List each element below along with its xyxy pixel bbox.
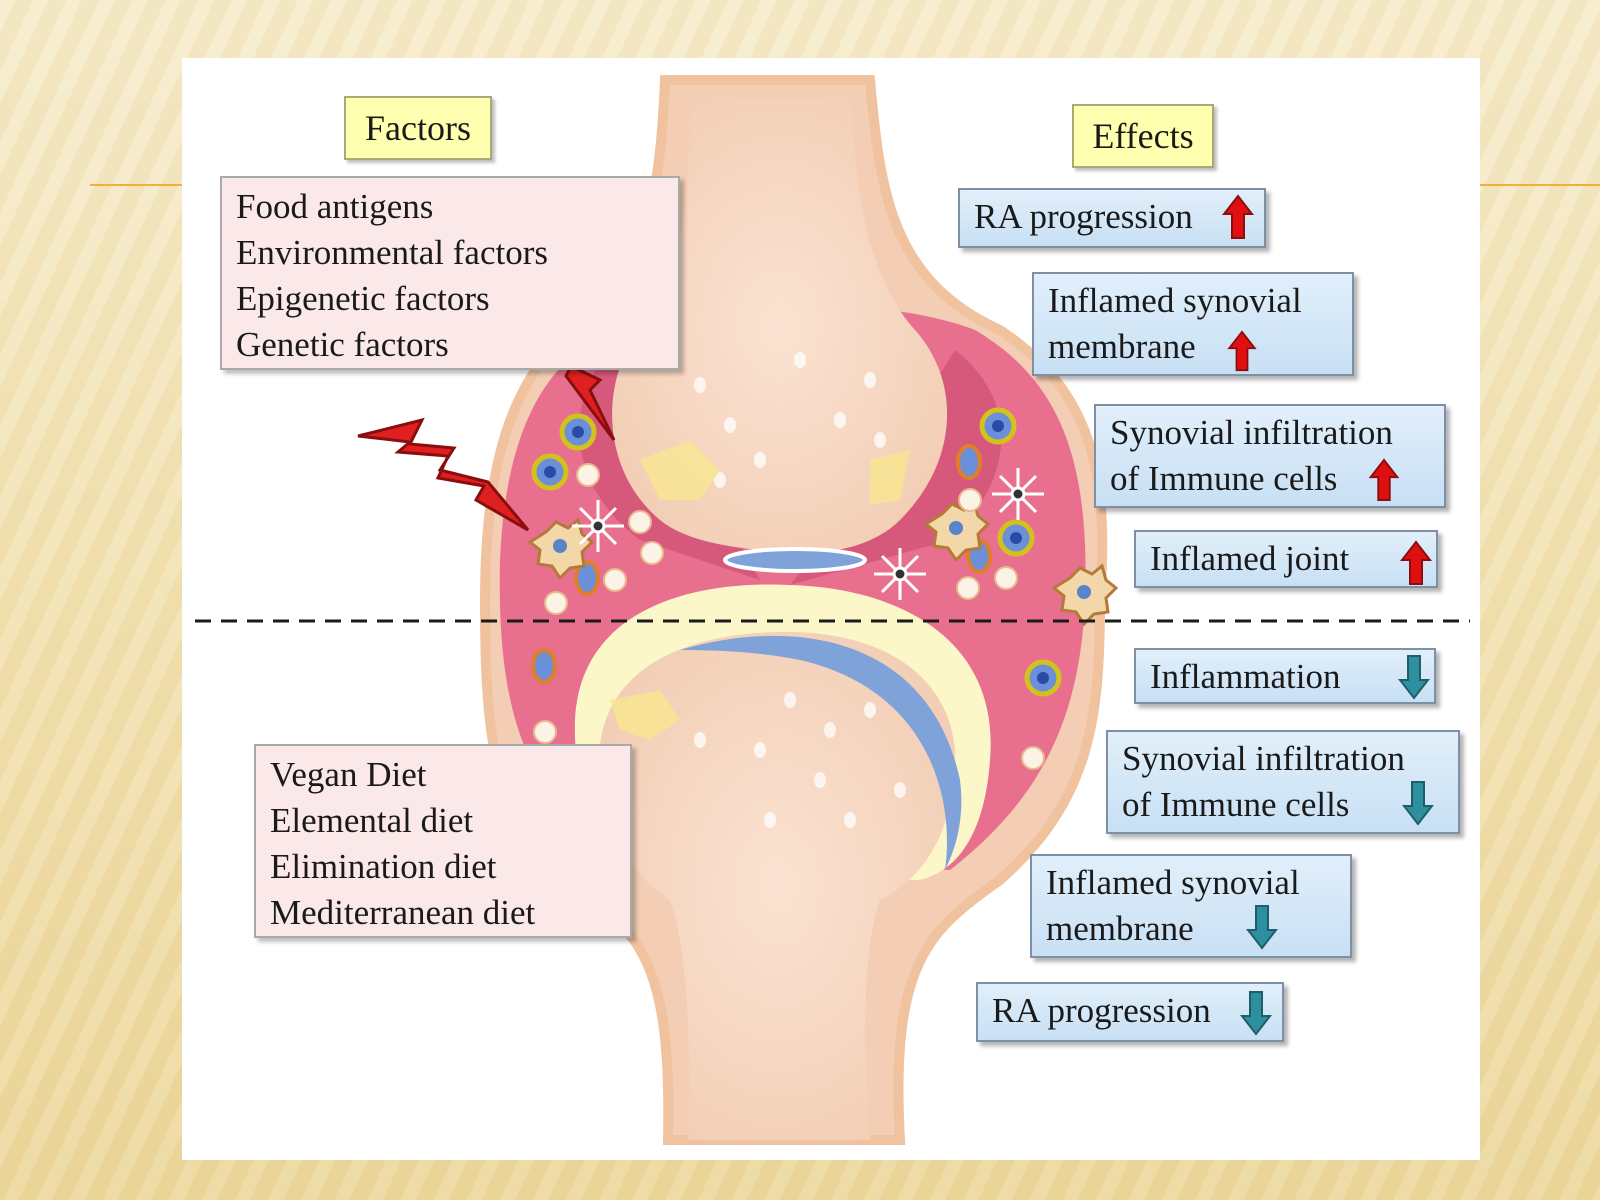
lightning-bolt-lower <box>357 417 530 532</box>
effect-down-inflammation: Inflammation <box>1134 648 1436 704</box>
diet-item: Mediterranean diet <box>270 893 536 932</box>
slide-accent-line-right <box>1478 184 1600 186</box>
cartilage-erosion <box>610 440 910 740</box>
down-arrow-icon <box>1398 655 1430 700</box>
effect-up-inflamed-synovial-membrane: Inflamed synovial membrane <box>1032 272 1354 376</box>
effect-label: RA progression <box>974 197 1193 236</box>
risk-factor-item: Epigenetic factors <box>236 279 490 318</box>
risk-factors-box: Food antigens Environmental factors Epig… <box>220 176 680 370</box>
factors-header: Factors <box>344 96 492 160</box>
spiky-cell-nuclei <box>553 521 1091 599</box>
effect-label: Inflammation <box>1150 657 1341 696</box>
joint-space-disc <box>723 547 867 573</box>
slide-accent-line-left <box>90 184 185 186</box>
dendritic-cells <box>572 468 1044 600</box>
up-arrow-icon <box>1227 330 1257 372</box>
effects-header: Effects <box>1072 104 1214 168</box>
diet-item: Elemental diet <box>270 801 474 840</box>
diet-interventions-box: Vegan Diet Elemental diet Elimination di… <box>254 744 632 938</box>
upper-bone <box>612 98 948 553</box>
effect-label: Synovial infiltration <box>1122 739 1405 778</box>
bone-marrow-speckles <box>694 352 906 828</box>
down-arrow-icon <box>1402 781 1434 826</box>
articular-crescent <box>680 635 962 870</box>
effect-label: RA progression <box>992 991 1211 1030</box>
effect-up-inflamed-joint: Inflamed joint <box>1134 530 1438 588</box>
up-arrow-icon <box>1222 194 1254 239</box>
effect-down-synovial-infiltration: Synovial infiltration of Immune cells <box>1106 730 1460 834</box>
down-arrow-icon <box>1246 905 1278 950</box>
up-arrow-icon <box>1400 540 1432 585</box>
down-arrow-icon <box>1240 991 1272 1036</box>
risk-factor-item: Environmental factors <box>236 233 548 272</box>
up-arrow-icon <box>1368 458 1400 502</box>
effect-down-inflamed-synovial-membrane: Inflamed synovial membrane <box>1030 854 1352 958</box>
effect-label: of Immune cells <box>1110 459 1338 498</box>
factors-header-label: Factors <box>365 108 471 148</box>
effect-label: of Immune cells <box>1122 785 1350 824</box>
immune-cells-macrophages <box>531 444 992 684</box>
effect-label: Inflamed synovial <box>1048 281 1302 320</box>
diet-item: Vegan Diet <box>270 755 427 794</box>
effect-label: Synovial infiltration <box>1110 413 1393 452</box>
effect-label: membrane <box>1048 327 1196 366</box>
risk-factor-item: Genetic factors <box>236 325 449 364</box>
white-blood-cells <box>533 463 1045 770</box>
effect-label: Inflamed synovial <box>1046 863 1300 902</box>
diet-item: Elimination diet <box>270 847 497 886</box>
effect-label: membrane <box>1046 909 1194 948</box>
effect-down-ra-progression: RA progression <box>976 982 1284 1042</box>
risk-factor-item: Food antigens <box>236 187 434 226</box>
effects-header-label: Effects <box>1092 116 1194 156</box>
effect-label: Inflamed joint <box>1150 539 1350 578</box>
effect-up-ra-progression: RA progression <box>958 188 1266 248</box>
immune-cells-lymphocytes <box>531 407 1062 697</box>
lower-bone <box>599 631 956 1140</box>
